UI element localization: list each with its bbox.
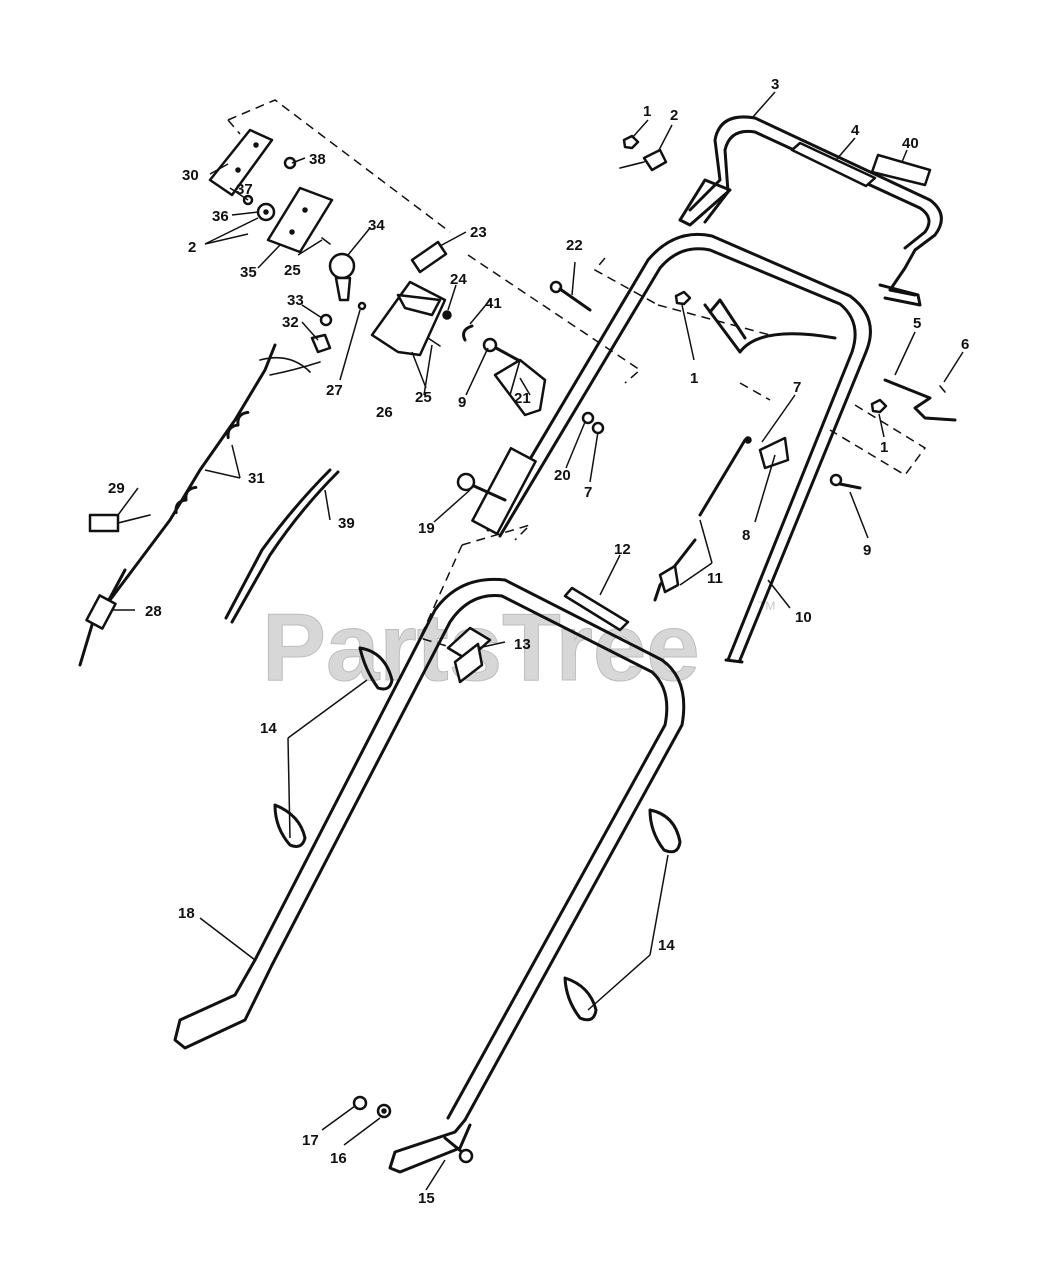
callout-17: 17 [302,1132,319,1149]
callout-22: 22 [566,237,583,254]
nut-part-24[interactable] [442,310,452,320]
callout-2-plate: 2 [188,239,196,256]
callout-3: 3 [771,76,779,93]
callout-5: 5 [913,315,921,332]
callout-23: 23 [470,224,487,241]
nut-part-1-top[interactable] [622,134,640,150]
callout-30: 30 [182,167,199,184]
callout-41: 41 [485,295,502,312]
cable-part-28[interactable] [78,568,127,667]
callout-13: 13 [514,636,531,653]
washer-part-16[interactable] [376,1103,392,1119]
callout-25-plate: 25 [284,262,301,279]
callout-10: 10 [795,609,812,626]
callout-19: 19 [418,520,435,537]
callout-37: 37 [236,181,253,198]
callout-1-handle: 1 [690,370,698,387]
dashed-group-lines [227,99,927,651]
spacer-block-part-13[interactable] [446,626,492,684]
callout-11: 11 [707,570,723,587]
switch-plate-part-35[interactable] [266,186,334,254]
bolt-part-15[interactable] [443,1136,474,1164]
callout-16: 16 [330,1150,347,1167]
callout-20: 20 [554,467,571,484]
callout-6: 6 [961,336,969,353]
bushing-part-36[interactable] [256,202,276,222]
rod-part-12[interactable] [563,586,630,632]
nut-part-17[interactable] [352,1095,368,1111]
connector-part-29[interactable] [88,513,151,533]
nut-part-7-left[interactable] [591,421,605,435]
callout-8: 8 [742,527,750,544]
switch-plate-part-30[interactable] [208,128,274,197]
lower-handle-part-18[interactable] [173,577,686,1174]
rod-part-39[interactable] [224,468,340,624]
callout-25-housing: 25 [415,389,432,406]
callout-4: 4 [851,122,860,139]
callout-1-top: 1 [643,103,651,120]
link-part-11[interactable] [653,436,752,602]
callout-38: 38 [309,151,326,168]
callout-14-left: 14 [260,720,277,737]
callout-14-right: 14 [658,937,675,954]
washer-part-20[interactable] [581,411,595,425]
terminal-part-32[interactable] [310,333,332,354]
callout-31: 31 [248,470,265,487]
callout-15: 15 [418,1190,435,1207]
callout-34: 34 [368,217,385,234]
callout-7-left: 7 [584,484,592,501]
callout-1-right: 1 [880,439,888,456]
bolt-part-9-right[interactable] [829,473,862,490]
callout-7-right: 7 [793,379,801,396]
callout-26: 26 [376,404,393,421]
callout-18: 18 [178,905,195,922]
nut-part-1-right[interactable] [870,398,888,414]
callout-28: 28 [145,603,162,620]
callout-32: 32 [282,314,299,331]
callout-9-right: 9 [863,542,871,559]
leader-lines [112,91,964,1191]
wire-harness-part-31[interactable] [108,343,321,602]
top-handle-bar-part-3[interactable] [678,115,943,307]
callout-2-top: 2 [670,107,678,124]
bolt-part-9-left[interactable] [482,337,520,362]
nut-part-1-handle[interactable] [674,290,692,306]
bracket-part-21[interactable] [493,358,547,417]
clip-part-41[interactable] [462,324,474,342]
upper-handle-part-10[interactable] [471,232,872,664]
screw-part-25-housing[interactable] [427,337,441,347]
terminal-part-33[interactable] [319,313,333,327]
callout-21: 21 [514,390,531,407]
decal-part-4[interactable] [790,141,877,188]
cable-tie-part-14[interactable] [273,646,682,1022]
screw-part-25-plate[interactable] [321,237,331,245]
clip-part-6[interactable] [939,385,946,393]
callout-36: 36 [212,208,229,225]
screw-part-38[interactable] [283,156,297,170]
callout-33: 33 [287,292,304,309]
decal-part-23[interactable] [410,240,448,274]
callout-12: 12 [614,541,631,558]
callout-29: 29 [108,480,125,497]
callout-39: 39 [338,515,355,532]
callout-40: 40 [902,135,919,152]
callout-24: 24 [450,271,467,288]
knob-part-2[interactable] [619,148,668,172]
pin-part-5[interactable] [883,378,957,422]
key-part-34[interactable] [328,252,356,302]
bolt-part-22[interactable] [549,280,592,312]
callout-27: 27 [326,382,343,399]
bracket-part-8[interactable] [758,436,790,470]
bolt-part-19[interactable] [456,472,507,502]
nut-part-27[interactable] [357,301,367,311]
callout-9-left: 9 [458,394,466,411]
control-housing-part-26[interactable] [370,280,447,357]
callout-labels: 1 2 3 4 40 5 6 1 1 7 8 9 10 11 12 13 14 … [108,76,969,1207]
decal-part-40[interactable] [870,153,932,187]
callout-35: 35 [240,264,257,281]
